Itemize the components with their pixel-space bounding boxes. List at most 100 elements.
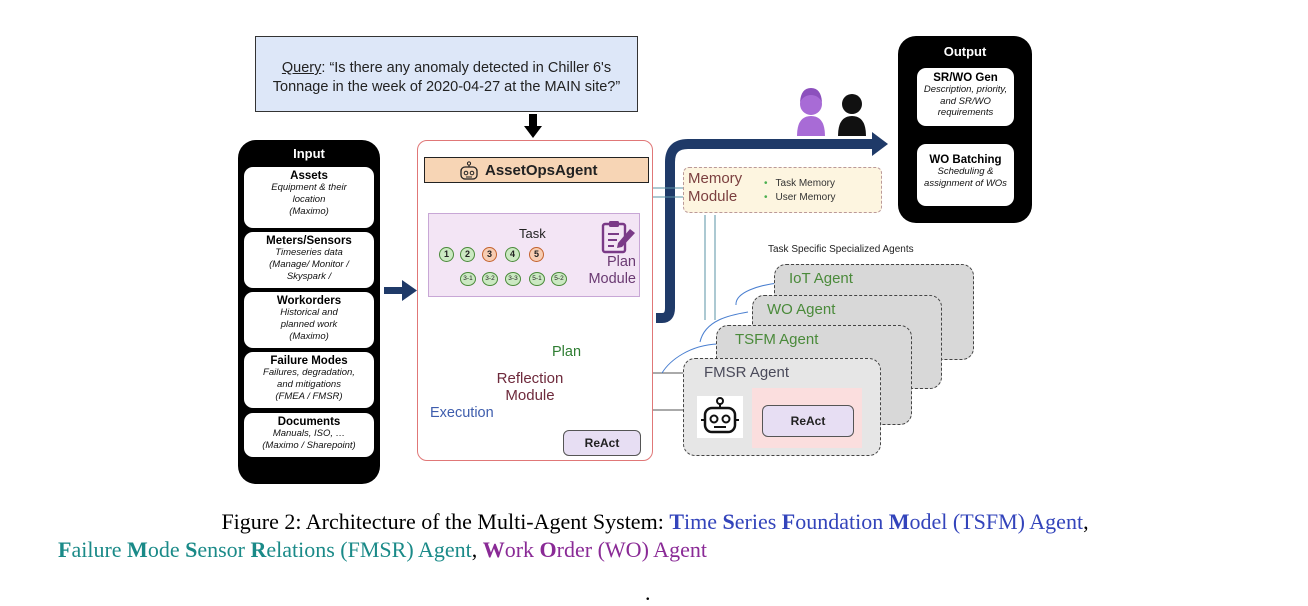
input-panel: Input Assets Equipment & their location … [238,140,380,484]
output-arrow [656,139,874,323]
input-card-heading: Workorders [276,295,342,307]
input-card-desc: (Maximo / Sharepoint) [262,440,356,451]
fmsr-react-badge: ReAct [762,405,854,437]
memory-title-line: Module [688,188,738,205]
memory-module: Memory Module • Task Memory •User Memory [683,167,882,213]
fmsr-agent-label: FMSR Agent [704,364,790,381]
reflection-line: Module [505,387,555,404]
tree-subnode: 3-1 [460,272,476,286]
caption-word: oundation [795,509,889,534]
input-card-desc: location [292,194,326,205]
query-line2: Tonnage in the week of 2020-04-27 at the… [272,79,621,95]
input-card-desc: (Manage/ Monitor / [269,259,349,270]
input-card-desc: (FMEA / FMSR) [275,391,343,402]
input-card-workorders: Workorders Historical and planned work (… [244,292,374,348]
input-to-agent-arrow [384,280,417,301]
memory-item-label: Task Memory [775,178,835,189]
caption-initial: T [669,509,684,534]
input-card-heading: Assets [290,170,328,182]
caption-word: ailure [71,537,128,562]
agent-react-badge: ReAct [563,430,641,456]
caption-initial: R [250,537,267,562]
query-line1: : “Is there any anomaly detected in Chil… [321,60,612,76]
memory-bullet: • [764,178,768,189]
task-label: Task [519,226,546,241]
output-panel: Output SR/WO Gen Description, priority, … [898,36,1032,223]
agent-title-bar: AssetOpsAgent [424,157,649,183]
query-down-arrow [524,114,542,138]
caption-wo: Work Order (WO) Agent [483,537,707,562]
user-people-icon [797,88,866,136]
tree-subnode: 3-3 [505,272,521,286]
input-card-desc: Skyspark / [286,271,332,282]
memory-item: •User Memory [764,192,836,203]
input-card-heading: Failure Modes [270,355,348,367]
specialized-agents-label: Task Specific Specialized Agents [768,244,914,255]
reflection-line: Reflection [496,370,564,387]
caption-initial: S [185,537,198,562]
caption-line-1: Figure 2: Architecture of the Multi-Agen… [20,508,1290,536]
robot-icon [460,161,478,180]
caption-comma: , [471,537,483,562]
input-card-heading: Meters/Sensors [266,235,352,247]
input-card-desc: Manuals, ISO, … [272,428,346,439]
tsfm-agent-label: TSFM Agent [735,331,819,348]
caption-initial: W [482,537,505,562]
input-card-heading: Documents [277,416,341,428]
caption-word: rder (WO) Agent [556,537,707,562]
query-box: Query: “Is there any anomaly detected in… [255,36,638,112]
output-card-desc: Scheduling & [937,166,994,177]
robot-icon [697,396,743,438]
output-card-desc: and SR/WO [940,95,991,107]
input-card-desc: (Maximo) [289,206,329,217]
tree-subnode: 3-2 [482,272,498,286]
output-card-sr-wo-gen: SR/WO Gen Description, priority, and SR/… [917,68,1014,126]
caption-initial: M [127,537,148,562]
caption-initial: M [888,509,910,534]
output-title: Output [943,44,987,59]
caption-comma: , [1083,509,1089,534]
input-title: Input [293,146,325,161]
execution-label: Execution [430,405,494,421]
input-card-desc: planned work [280,319,338,330]
input-card-desc: Failures, degradation, [263,367,355,378]
wo-agent-label: WO Agent [767,301,836,318]
output-card-heading: WO Batching [929,154,1002,166]
figure-caption: Figure 2: Architecture of the Multi-Agen… [20,508,1290,564]
query-label: Query [281,60,322,76]
reflection-plan-label: Plan [552,344,582,360]
input-card-desc: and mitigations [277,379,341,390]
caption-initial: F [58,537,72,562]
caption-initial: F [781,509,796,534]
input-card-meters: Meters/Sensors Timeseries data (Manage/ … [244,232,374,288]
iot-agent-label: IoT Agent [789,270,853,287]
output-card-desc: Description, priority, [923,84,1008,95]
memory-title: Memory Module [688,170,742,206]
input-card-assets: Assets Equipment & their location (Maxim… [244,167,374,228]
caption-word: ode [147,537,186,562]
tree-node: 1 [439,247,454,262]
agent-link-curves [661,282,779,374]
output-card-desc: requirements [937,107,994,118]
caption-tsfm: Time Series Foundation Model (TSFM) Agen… [669,509,1083,534]
tree-node: 2 [460,247,475,262]
caption-line-2: Failure Mode Sensor Relations (FMSR) Age… [20,536,1290,564]
output-card-heading: SR/WO Gen [933,72,998,84]
memory-item: • Task Memory [764,178,835,189]
output-card-desc: assignment of WOs [924,177,1007,189]
tree-node: 5 [529,247,544,262]
memory-bullet: • [764,192,768,203]
caption-fmsr: Failure Mode Sensor Relations (FMSR) Age… [58,537,472,562]
caption-word: odel (TSFM) Agent [909,509,1084,534]
query-text: Query: “Is there any anomaly detected in… [256,59,637,97]
tree-subnode: 5-1 [529,272,545,286]
clipboard-pencil-icon [601,221,635,254]
caption-prefix: Figure 2: Architecture of the Multi-Agen… [221,509,670,534]
reflection-module-label: Reflection Module [480,370,580,404]
tree-subnode: 5-2 [551,272,567,286]
caption-word: ensor [197,537,251,562]
caption-word: eries [734,509,782,534]
caption-initial: S [722,509,735,534]
agent-title: AssetOpsAgent [485,162,598,179]
tree-node: 3 [482,247,497,262]
